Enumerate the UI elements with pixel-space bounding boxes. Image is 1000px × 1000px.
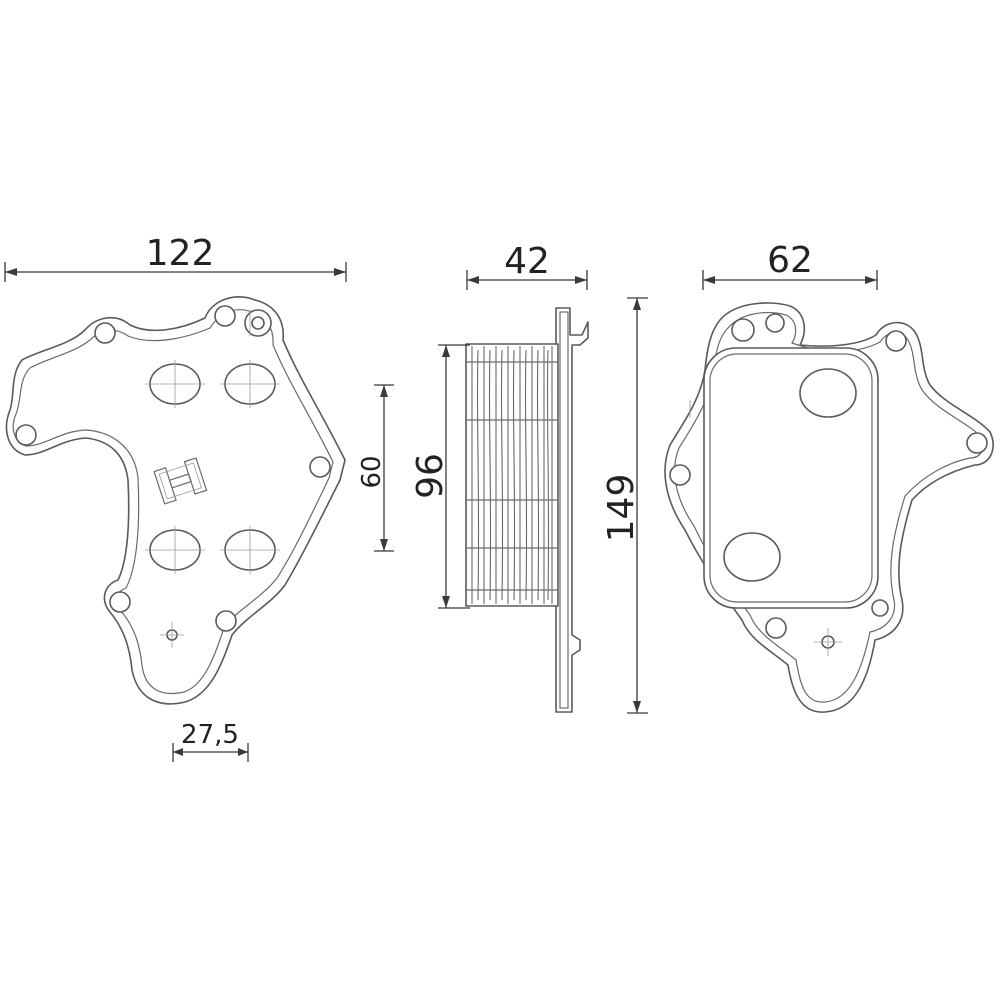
front-oil-ports xyxy=(145,360,280,574)
front-view xyxy=(5,296,346,705)
dim-label-overall-height: 149 xyxy=(601,474,642,543)
dimension-side-width: 42 xyxy=(466,241,588,290)
mounting-hole xyxy=(94,322,116,344)
rear-core-plate-inner xyxy=(709,353,873,603)
dimension-side-height-inner: 96 xyxy=(410,344,470,609)
dim-label-front-spacing: 27,5 xyxy=(181,720,239,750)
dim-label-side-width: 42 xyxy=(504,241,550,282)
mounting-hole xyxy=(15,424,37,446)
dim-label-rear-width: 62 xyxy=(767,240,813,281)
front-flange-inner-edge xyxy=(12,309,334,695)
mounting-hole xyxy=(966,432,988,454)
dim-label-front-width: 122 xyxy=(146,233,215,274)
rear-oil-port xyxy=(723,532,781,582)
dimension-front-width: 122 xyxy=(4,233,347,282)
mounting-hole xyxy=(765,313,785,333)
dim-label-port-spacing: 60 xyxy=(357,455,387,488)
mounting-hole xyxy=(309,456,331,478)
mounting-hole xyxy=(765,617,787,639)
dimension-front-spacing: 27,5 xyxy=(172,720,249,762)
rear-oil-port xyxy=(799,368,857,418)
side-core-fins xyxy=(466,346,558,604)
mounting-hole xyxy=(214,305,236,327)
mounting-hole xyxy=(871,599,889,617)
rear-view xyxy=(664,302,994,713)
mounting-hole xyxy=(731,318,755,342)
mounting-hole xyxy=(669,464,691,486)
side-view xyxy=(465,307,589,713)
boss-inner xyxy=(251,316,265,330)
brand-logo-icon xyxy=(153,457,208,505)
mounting-hole xyxy=(215,610,237,632)
rear-flange-inner-edge xyxy=(674,311,984,703)
dim-label-side-height-inner: 96 xyxy=(410,453,451,499)
dimension-port-spacing: 60 xyxy=(357,384,394,552)
mounting-hole xyxy=(885,330,907,352)
mounting-hole xyxy=(109,591,131,613)
side-flange-plate xyxy=(555,307,589,713)
side-flange-edge xyxy=(559,311,569,709)
dimension-overall-height: 149 xyxy=(601,297,648,714)
front-mounting-holes xyxy=(15,305,331,648)
dimension-rear-width: 62 xyxy=(702,240,878,290)
side-core-stack xyxy=(465,343,559,607)
